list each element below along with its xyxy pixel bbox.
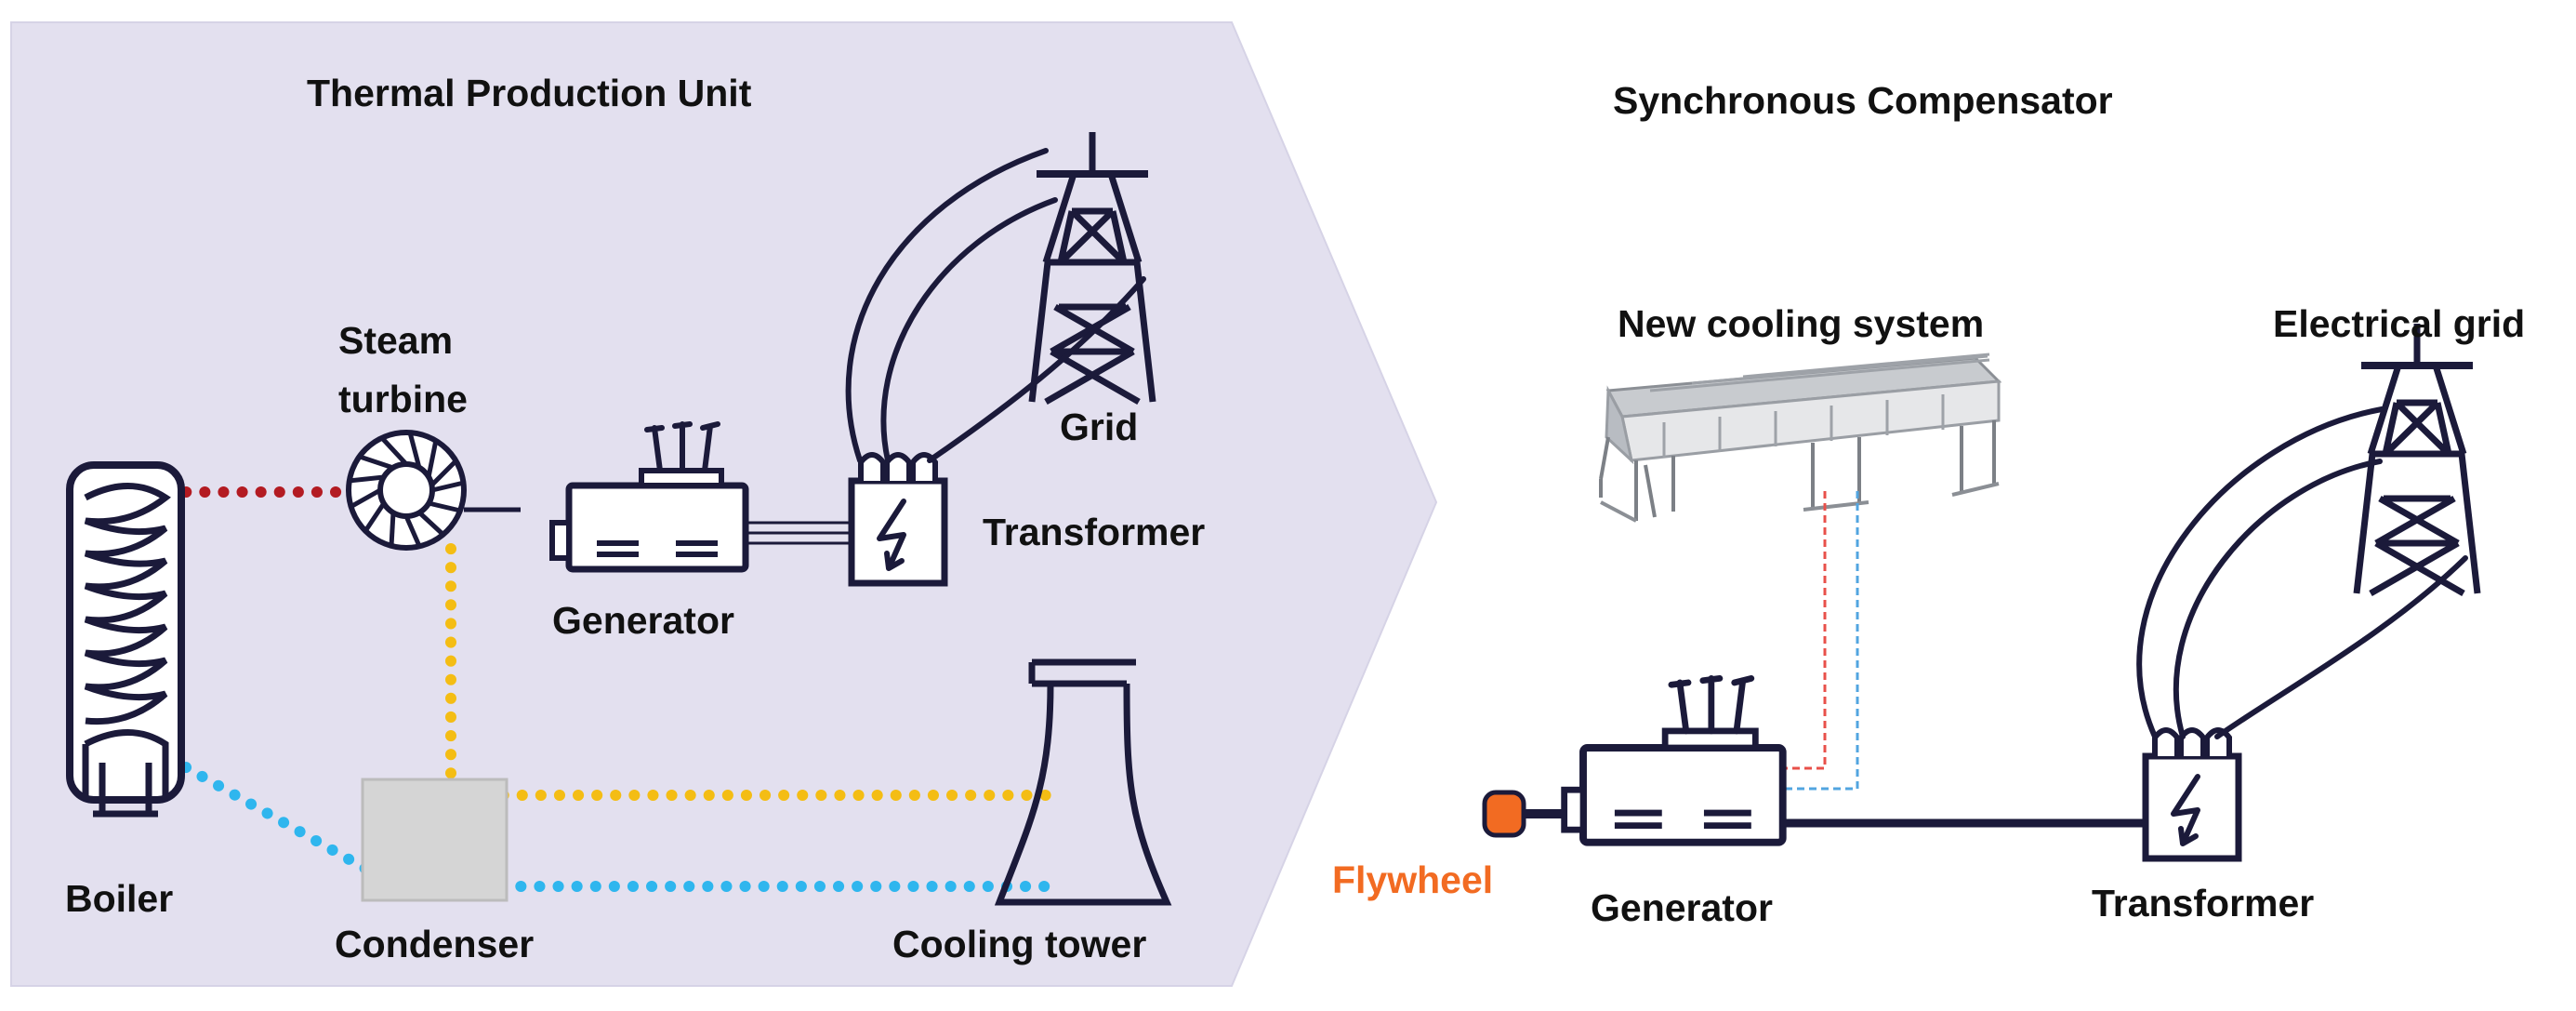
- cold-water-pipe: [180, 762, 1051, 892]
- coolant-return-line: [1777, 491, 1859, 791]
- grid-label: Grid: [1060, 406, 1138, 448]
- electrical-grid-tower-icon: [2357, 324, 2477, 593]
- transformer-label: Transformer: [983, 511, 1205, 553]
- condenser-label: Condenser: [335, 923, 534, 965]
- compensator-generator-label: Generator: [1591, 886, 1773, 929]
- electrical-grid-label: Electrical grid: [2273, 302, 2525, 345]
- flywheel-icon: [1482, 790, 1566, 838]
- cooling-tower-icon: [994, 658, 1172, 906]
- electrical-grid-power-lines: [2136, 406, 2468, 739]
- cooling-tower-label: Cooling tower: [892, 923, 1146, 965]
- compensator-transformer-icon: [2146, 730, 2239, 858]
- generator-label: Generator: [552, 599, 734, 642]
- boiler-label: Boiler: [65, 877, 173, 920]
- grid-power-lines: [845, 148, 1146, 463]
- generator-transformer-link: [746, 521, 852, 545]
- thermal-title: Thermal Production Unit: [307, 72, 752, 114]
- steam-turbine-icon: [346, 430, 467, 551]
- boiler-icon: [66, 461, 185, 818]
- condenser-icon: [361, 778, 509, 902]
- steam-turbine-label: Steam turbine: [338, 319, 468, 420]
- cooling-system-image: [1599, 353, 2002, 523]
- coolant-supply-line: [1777, 491, 1827, 770]
- compensator-transformer-label: Transformer: [2092, 882, 2314, 925]
- compensator-title: Synchronous Compensator: [1613, 79, 2113, 122]
- cooling-system-label: New cooling system: [1618, 302, 1984, 345]
- transformer-icon: [852, 455, 945, 583]
- flywheel-label: Flywheel: [1332, 858, 1493, 901]
- compensator-generator-icon: [1565, 678, 1783, 842]
